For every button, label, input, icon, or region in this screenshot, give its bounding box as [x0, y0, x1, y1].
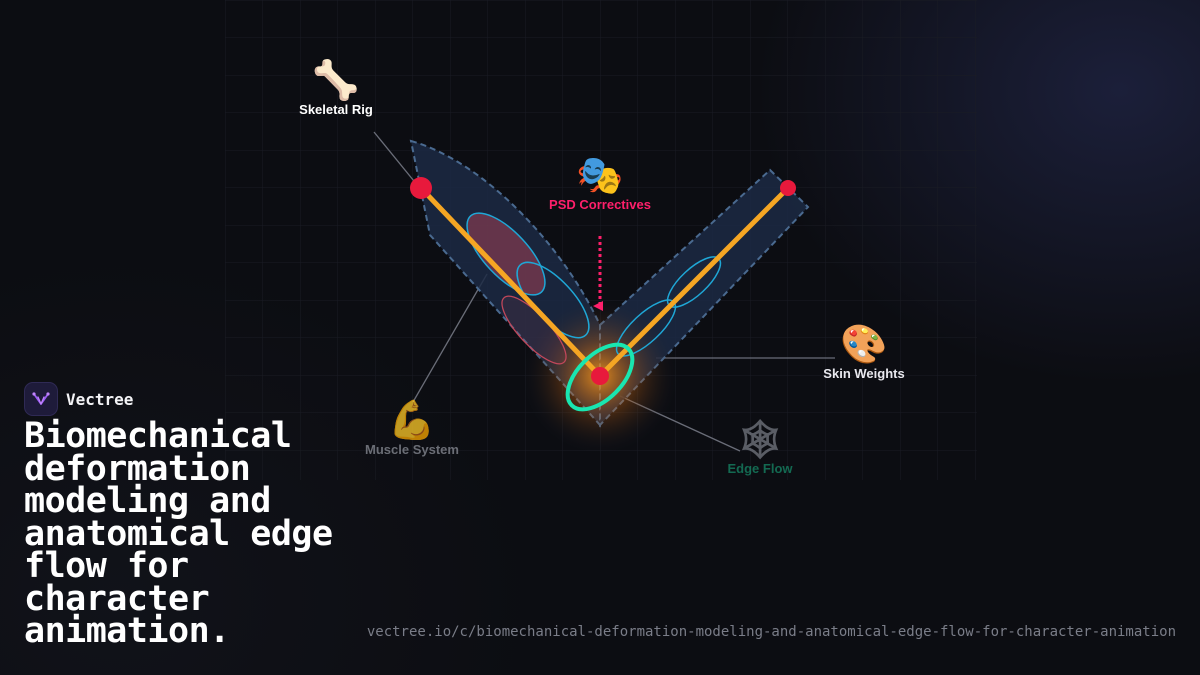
- wrist-joint: [780, 180, 796, 196]
- brand-name: Vectree: [66, 389, 134, 409]
- node-skin-weights: 🎨 Skin Weights: [823, 322, 904, 381]
- flexed-biceps-icon: 💪: [388, 398, 436, 442]
- edge-loop-ring: [565, 342, 635, 412]
- page-url: vectree.io/c/biomechanical-deformation-m…: [366, 624, 1176, 640]
- elbow-joint: [591, 367, 609, 385]
- shoulder-joint: [410, 177, 432, 199]
- node-psd-correctives: 🎭 PSD Correctives: [549, 153, 651, 212]
- upper-bone: [418, 185, 603, 379]
- connector-skeletal-rig: [373, 131, 419, 187]
- headline: Biomechanical deformation modeling and a…: [24, 416, 333, 651]
- brand: Vectree: [24, 382, 133, 416]
- node-skeletal-rig: 🦴 Skeletal Rig: [299, 58, 373, 117]
- connector-muscle-system: [412, 273, 488, 403]
- skeletal-rig-label: Skeletal Rig: [299, 102, 373, 117]
- node-edge-flow: 🕸 Edge Flow: [728, 417, 793, 476]
- theater-masks-icon: 🎭: [576, 153, 624, 197]
- bone-icon: 🦴: [312, 58, 360, 102]
- muscle-system-label: Muscle System: [365, 442, 459, 457]
- node-muscle-system: 💪 Muscle System: [365, 398, 459, 457]
- skin-weights-label: Skin Weights: [823, 366, 905, 381]
- palette-icon: 🎨: [840, 322, 888, 366]
- spider-web-icon: 🕸: [735, 417, 785, 461]
- lower-bone: [597, 185, 791, 379]
- vectree-logo-icon: [24, 382, 58, 416]
- edge-flow-label: Edge Flow: [727, 461, 793, 476]
- muscle-belly-upper: [466, 212, 546, 296]
- psd-correctives-label: PSD Correctives: [549, 197, 651, 212]
